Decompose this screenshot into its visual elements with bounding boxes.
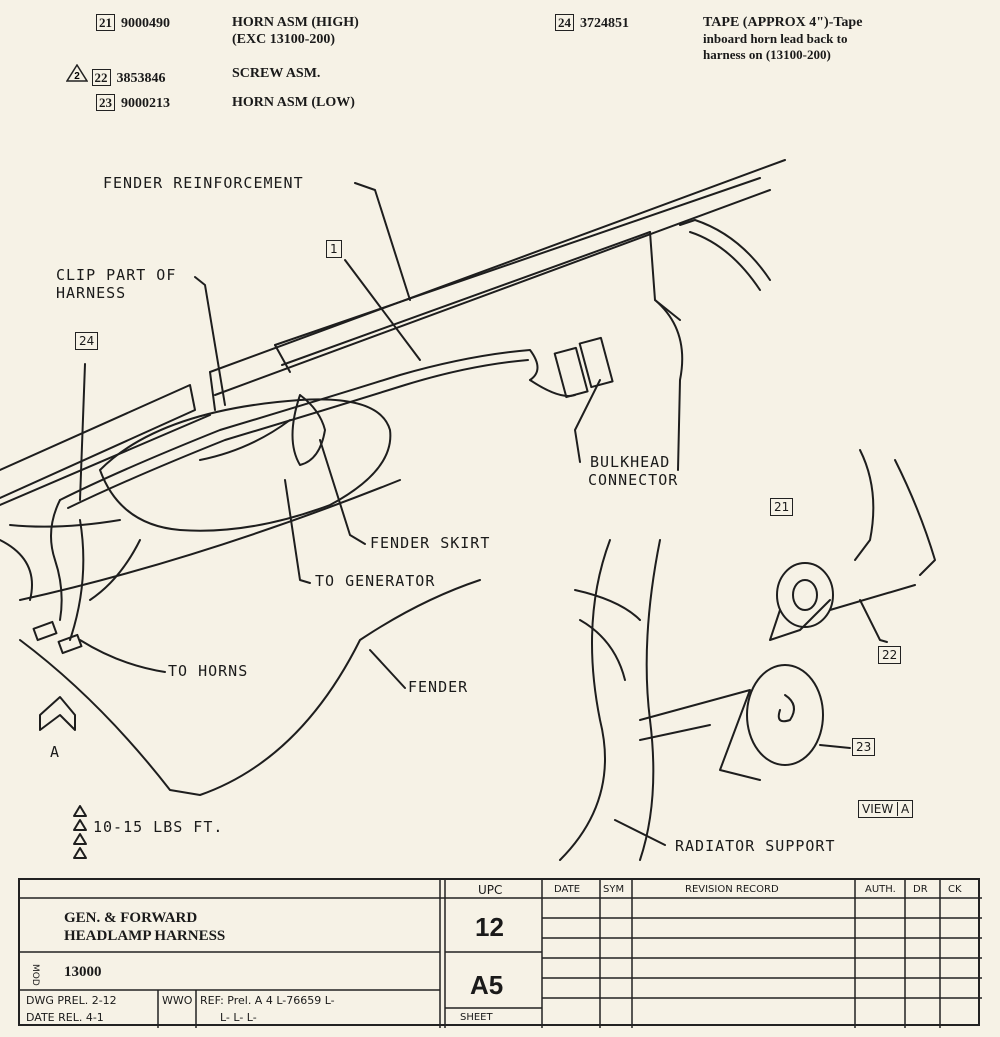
warning-flag-icon: 2: [65, 63, 89, 87]
callout-box: 21: [96, 14, 115, 31]
title-block-grid: [20, 880, 982, 1028]
callout-22: 22: [878, 646, 902, 664]
callout-24: 24: [75, 332, 99, 350]
label-fender: FENDER: [408, 678, 469, 696]
dwg-row: DWG PREL. 2-12: [26, 994, 117, 1007]
sheet-label: SHEET: [460, 1012, 493, 1023]
label-torque: 10-15 LBS FT.: [93, 818, 224, 836]
sheet-code: A5: [470, 970, 504, 1000]
part-description: inboard horn lead back to: [703, 31, 848, 46]
ref-row-2: L- L- L-: [220, 1011, 257, 1024]
parts-list: 21 9000490 HORN ASM (HIGH) (EXC 13100-200…: [60, 14, 460, 114]
callout-box: 23: [96, 94, 115, 111]
ck-header: CK: [948, 884, 962, 895]
label-fender-reinforcement: FENDER REINFORCEMENT: [103, 174, 304, 192]
horn-high-outline: [776, 562, 834, 628]
view-letter: A: [897, 802, 910, 816]
parts-row: 23 9000213: [96, 94, 170, 112]
part-description: TAPE (APPROX 4")-Tape: [703, 15, 863, 30]
horn-low-outline: [746, 664, 824, 766]
fender-reinforcement-outline: [209, 159, 786, 373]
date-header: DATE: [554, 884, 581, 895]
fender-outline: [19, 579, 481, 796]
label-to-generator: TO GENERATOR: [315, 572, 436, 590]
initials: WWO: [162, 994, 193, 1007]
ref-row: REF: Prel. A 4 L-76659 L-: [200, 994, 335, 1007]
part-number: 9000213: [121, 96, 170, 111]
upc-header: UPC: [478, 883, 503, 897]
label-clip-2: HARNESS: [56, 284, 127, 302]
sym-header: SYM: [603, 884, 625, 895]
upc-number: 12: [475, 912, 504, 942]
parts-row: 24 3724851: [555, 14, 629, 32]
callout-21: 21: [770, 498, 794, 516]
callout-box: 24: [555, 14, 574, 31]
callout-1: 1: [326, 240, 342, 258]
drawing-title-line1: GEN. & FORWARD: [64, 910, 198, 926]
part-description: HORN ASM (LOW): [232, 95, 355, 110]
label-bulkhead-2: CONNECTOR: [588, 471, 679, 489]
label-clip-1: CLIP PART OF: [56, 266, 177, 284]
drawing-title-line2: HEADLAMP HARNESS: [64, 928, 226, 944]
callout-23: 23: [852, 738, 876, 756]
part-description: harness on (13100-200): [703, 47, 831, 62]
part-number: 3724851: [580, 16, 629, 31]
label-fender-skirt: FENDER SKIRT: [370, 534, 491, 552]
label-bulkhead-1: BULKHEAD: [590, 453, 671, 471]
dr-header: DR: [913, 884, 928, 895]
revision-header: REVISION RECORD: [685, 884, 779, 895]
fender-skirt-outline: [99, 398, 392, 532]
parts-row: 21 9000490: [96, 14, 170, 32]
part-description: SCREW ASM.: [232, 66, 321, 81]
svg-text:2: 2: [74, 71, 80, 82]
part-number: 9000490: [121, 16, 170, 31]
view-a-label: VIEW A: [858, 800, 914, 818]
date-row: DATE REL. 4-1: [26, 1011, 104, 1024]
auth-header: AUTH.: [865, 884, 896, 895]
part-description: HORN ASM (HIGH): [232, 15, 359, 30]
tape-item: 24 3724851 TAPE (APPROX 4")-Tape inboard …: [555, 14, 955, 74]
part-description: (EXC 13100-200): [232, 32, 336, 47]
harness-wire: [59, 349, 539, 501]
label-arrow-a: A: [50, 743, 61, 761]
part-number: 3853846: [116, 71, 166, 86]
model-label: MOD: [30, 964, 40, 986]
model-number: 13000: [64, 964, 102, 980]
view-label: VIEW: [862, 802, 894, 816]
label-to-horns: TO HORNS: [168, 662, 249, 680]
title-block: UPC DATE SYM REVISION RECORD AUTH. DR CK…: [18, 878, 982, 1028]
parts-row: 2 22 3853846: [65, 63, 166, 87]
label-radiator-support: RADIATOR SUPPORT: [675, 837, 836, 855]
callout-box: 22: [91, 69, 111, 86]
